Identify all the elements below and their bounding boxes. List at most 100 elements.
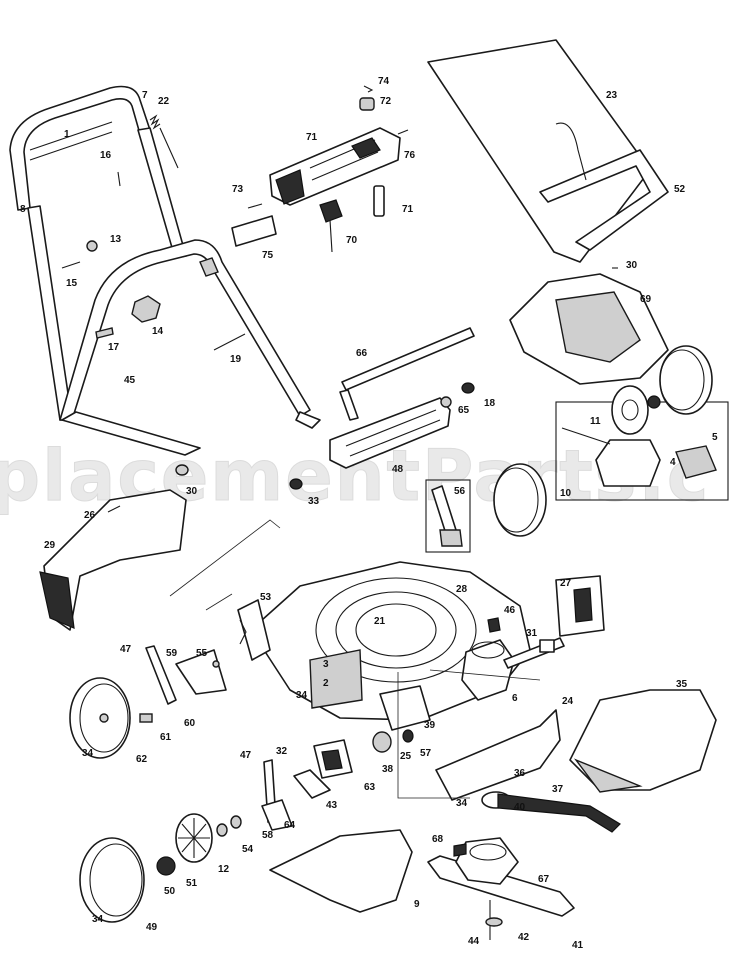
rear-shield-29 <box>39 489 187 631</box>
callout-3: 3 <box>323 659 329 670</box>
handle-bracket-right <box>199 257 219 277</box>
callout-43: 43 <box>326 800 338 811</box>
rod-66 <box>339 327 475 421</box>
bag-frame-52 <box>539 122 669 251</box>
bolt-17 <box>95 327 114 339</box>
callout-59: 59 <box>166 648 178 659</box>
callout-76: 76 <box>404 150 416 161</box>
motor-6 <box>461 639 515 701</box>
callout-30: 30 <box>626 260 638 271</box>
callout-34: 34 <box>82 748 94 759</box>
cable-16 <box>117 171 121 187</box>
side-deflector-36 <box>435 709 561 801</box>
callout-49: 49 <box>146 922 158 933</box>
deflector-48 <box>329 397 451 469</box>
upper-handle <box>9 85 187 421</box>
spring-68 <box>453 843 467 857</box>
fuse-71b <box>373 185 385 217</box>
wheel-62 <box>69 677 131 759</box>
callout-25: 25 <box>400 751 412 762</box>
callout-40: 40 <box>514 802 526 813</box>
callout-50: 50 <box>164 886 176 897</box>
plate-75 <box>231 215 277 247</box>
wheel-49 <box>79 837 145 923</box>
washer-42 <box>485 917 503 927</box>
blade-adapter-67 <box>455 837 519 885</box>
bolt-15 <box>61 261 81 269</box>
callout-19: 19 <box>230 354 242 365</box>
bushing-65 <box>440 396 452 408</box>
callout-68: 68 <box>432 834 444 845</box>
handle-knob-13 <box>86 240 98 252</box>
callouts: 1234567891011121314151617181921222324252… <box>20 76 718 951</box>
battery-71 <box>269 127 401 206</box>
flap-35 <box>569 689 717 793</box>
cap-72 <box>359 97 375 111</box>
callout-10: 10 <box>560 488 572 499</box>
hub-nut-right <box>647 395 661 409</box>
callout-9: 9 <box>414 899 420 910</box>
bushing-18 <box>461 382 475 394</box>
callout-70: 70 <box>346 235 358 246</box>
bolt-61 <box>139 713 153 723</box>
callout-34: 34 <box>92 914 104 925</box>
height-adjuster-63 <box>313 739 353 779</box>
callout-51: 51 <box>186 878 198 889</box>
callout-39: 39 <box>424 720 436 731</box>
callout-13: 13 <box>110 234 122 245</box>
callout-44: 44 <box>468 936 480 947</box>
callout-4: 4 <box>670 457 676 468</box>
callout-48: 48 <box>392 464 404 475</box>
reference-lines <box>169 519 541 799</box>
callout-72: 72 <box>380 96 392 107</box>
callout-34: 34 <box>296 690 308 701</box>
callout-26: 26 <box>84 510 96 521</box>
screw-26 <box>107 505 121 513</box>
callout-23: 23 <box>606 90 618 101</box>
callout-16: 16 <box>100 150 112 161</box>
callout-1: 1 <box>64 129 70 140</box>
height-adjuster-27 <box>555 575 605 637</box>
callout-34: 34 <box>456 798 468 809</box>
callout-29: 29 <box>44 540 56 551</box>
callout-66: 66 <box>356 348 368 359</box>
callout-37: 37 <box>552 784 564 795</box>
rear-bracket-53 <box>237 599 271 661</box>
callout-15: 15 <box>66 278 78 289</box>
callout-45: 45 <box>124 375 136 386</box>
wheel-upper-right <box>493 463 547 537</box>
callout-62: 62 <box>136 754 148 765</box>
callout-14: 14 <box>152 326 164 337</box>
callout-35: 35 <box>676 679 688 690</box>
bag-cover-69 <box>509 273 669 385</box>
washers-58-54 <box>216 815 242 837</box>
callout-63: 63 <box>364 782 376 793</box>
lever-47a <box>145 645 177 705</box>
callout-54: 54 <box>242 844 254 855</box>
charger-70 <box>319 199 343 253</box>
screw-76 <box>397 129 409 135</box>
cable-19 <box>213 333 246 351</box>
hub-cap-right <box>611 385 649 435</box>
callout-46: 46 <box>504 605 516 616</box>
callout-64: 64 <box>284 820 296 831</box>
callout-73: 73 <box>232 184 244 195</box>
height-adjuster-56 <box>425 479 471 553</box>
callout-7: 7 <box>142 90 148 101</box>
callout-30: 30 <box>186 486 198 497</box>
callout-12: 12 <box>218 864 230 875</box>
callout-60: 60 <box>184 718 196 729</box>
callout-31: 31 <box>526 628 538 639</box>
hub-12 <box>175 813 213 863</box>
screw-73 <box>247 203 263 209</box>
callout-47: 47 <box>240 750 252 761</box>
callout-65: 65 <box>458 405 470 416</box>
spring-22 <box>149 114 179 169</box>
gear-51 <box>156 856 176 876</box>
callout-38: 38 <box>382 764 394 775</box>
wheel-right-front <box>659 345 713 415</box>
callout-74: 74 <box>378 76 390 87</box>
callout-52: 52 <box>674 184 686 195</box>
callout-8: 8 <box>20 204 26 215</box>
nut-30a <box>175 464 189 476</box>
